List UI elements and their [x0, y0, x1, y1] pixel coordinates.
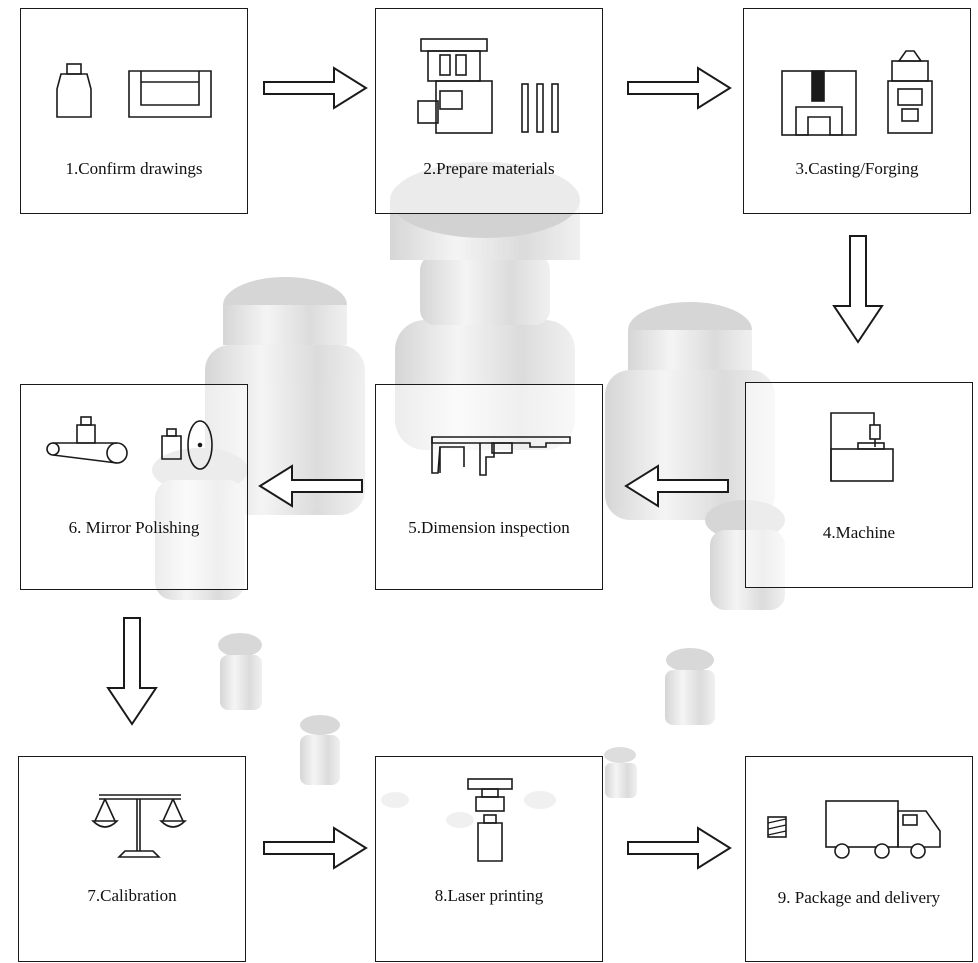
arrow-step8-to-step9 — [627, 826, 732, 870]
step-label: 9. Package and delivery — [777, 888, 941, 907]
delivery-truck-icon — [825, 800, 941, 859]
weight-icon — [161, 428, 182, 460]
cnc-machine-icon — [830, 412, 894, 482]
polishing-belt-icon — [46, 442, 128, 464]
polishing-wheel-icon — [187, 420, 213, 470]
step-label: 3.Casting/Forging — [795, 159, 919, 178]
step-2-prepare-materials: 2.Prepare materials — [375, 8, 603, 214]
step-8-laser-printing: 8.Laser printing — [375, 756, 603, 962]
step-label: 6. Mirror Polishing — [68, 518, 200, 537]
step-3-casting-forging: 3.Casting/Forging — [743, 8, 971, 214]
step-4-machine: 4.Machine — [745, 382, 973, 588]
step-5-dimension-inspection: 5.Dimension inspection — [375, 384, 603, 590]
press-machine-icon — [417, 38, 493, 134]
step-6-mirror-polishing: 6. Mirror Polishing — [20, 384, 248, 590]
metal-bars-icon — [521, 83, 559, 133]
step-label: 8.Laser printing — [434, 886, 544, 905]
arrow-step1-to-step2 — [263, 66, 368, 110]
weight-icon — [56, 63, 92, 118]
mold-icon — [781, 70, 857, 136]
block-weight-icon — [128, 70, 212, 118]
arrow-step5-to-step6 — [258, 464, 363, 508]
step-label: 7.Calibration — [87, 886, 177, 905]
step-label: 4.Machine — [822, 523, 896, 542]
package-icon — [767, 816, 787, 838]
laser-engraver-icon — [467, 778, 513, 862]
arrow-step4-to-step5 — [624, 464, 729, 508]
step-1-confirm-drawings: 1.Confirm drawings — [20, 8, 248, 214]
step-7-calibration: 7.Calibration — [18, 756, 246, 962]
forging-press-icon — [887, 50, 933, 134]
caliper-icon — [431, 436, 571, 476]
step-label: 2.Prepare materials — [423, 159, 555, 178]
arrow-step2-to-step3 — [627, 66, 732, 110]
arrow-step6-to-step7 — [106, 617, 158, 726]
arrow-step3-to-step4 — [832, 235, 884, 344]
arrow-step7-to-step8 — [263, 826, 368, 870]
step-9-package-and-delivery: 9. Package and delivery — [745, 756, 973, 962]
step-label: 1.Confirm drawings — [65, 159, 203, 178]
balance-scale-icon — [91, 794, 187, 858]
step-label: 5.Dimension inspection — [408, 518, 570, 537]
weight-icon — [76, 416, 96, 444]
